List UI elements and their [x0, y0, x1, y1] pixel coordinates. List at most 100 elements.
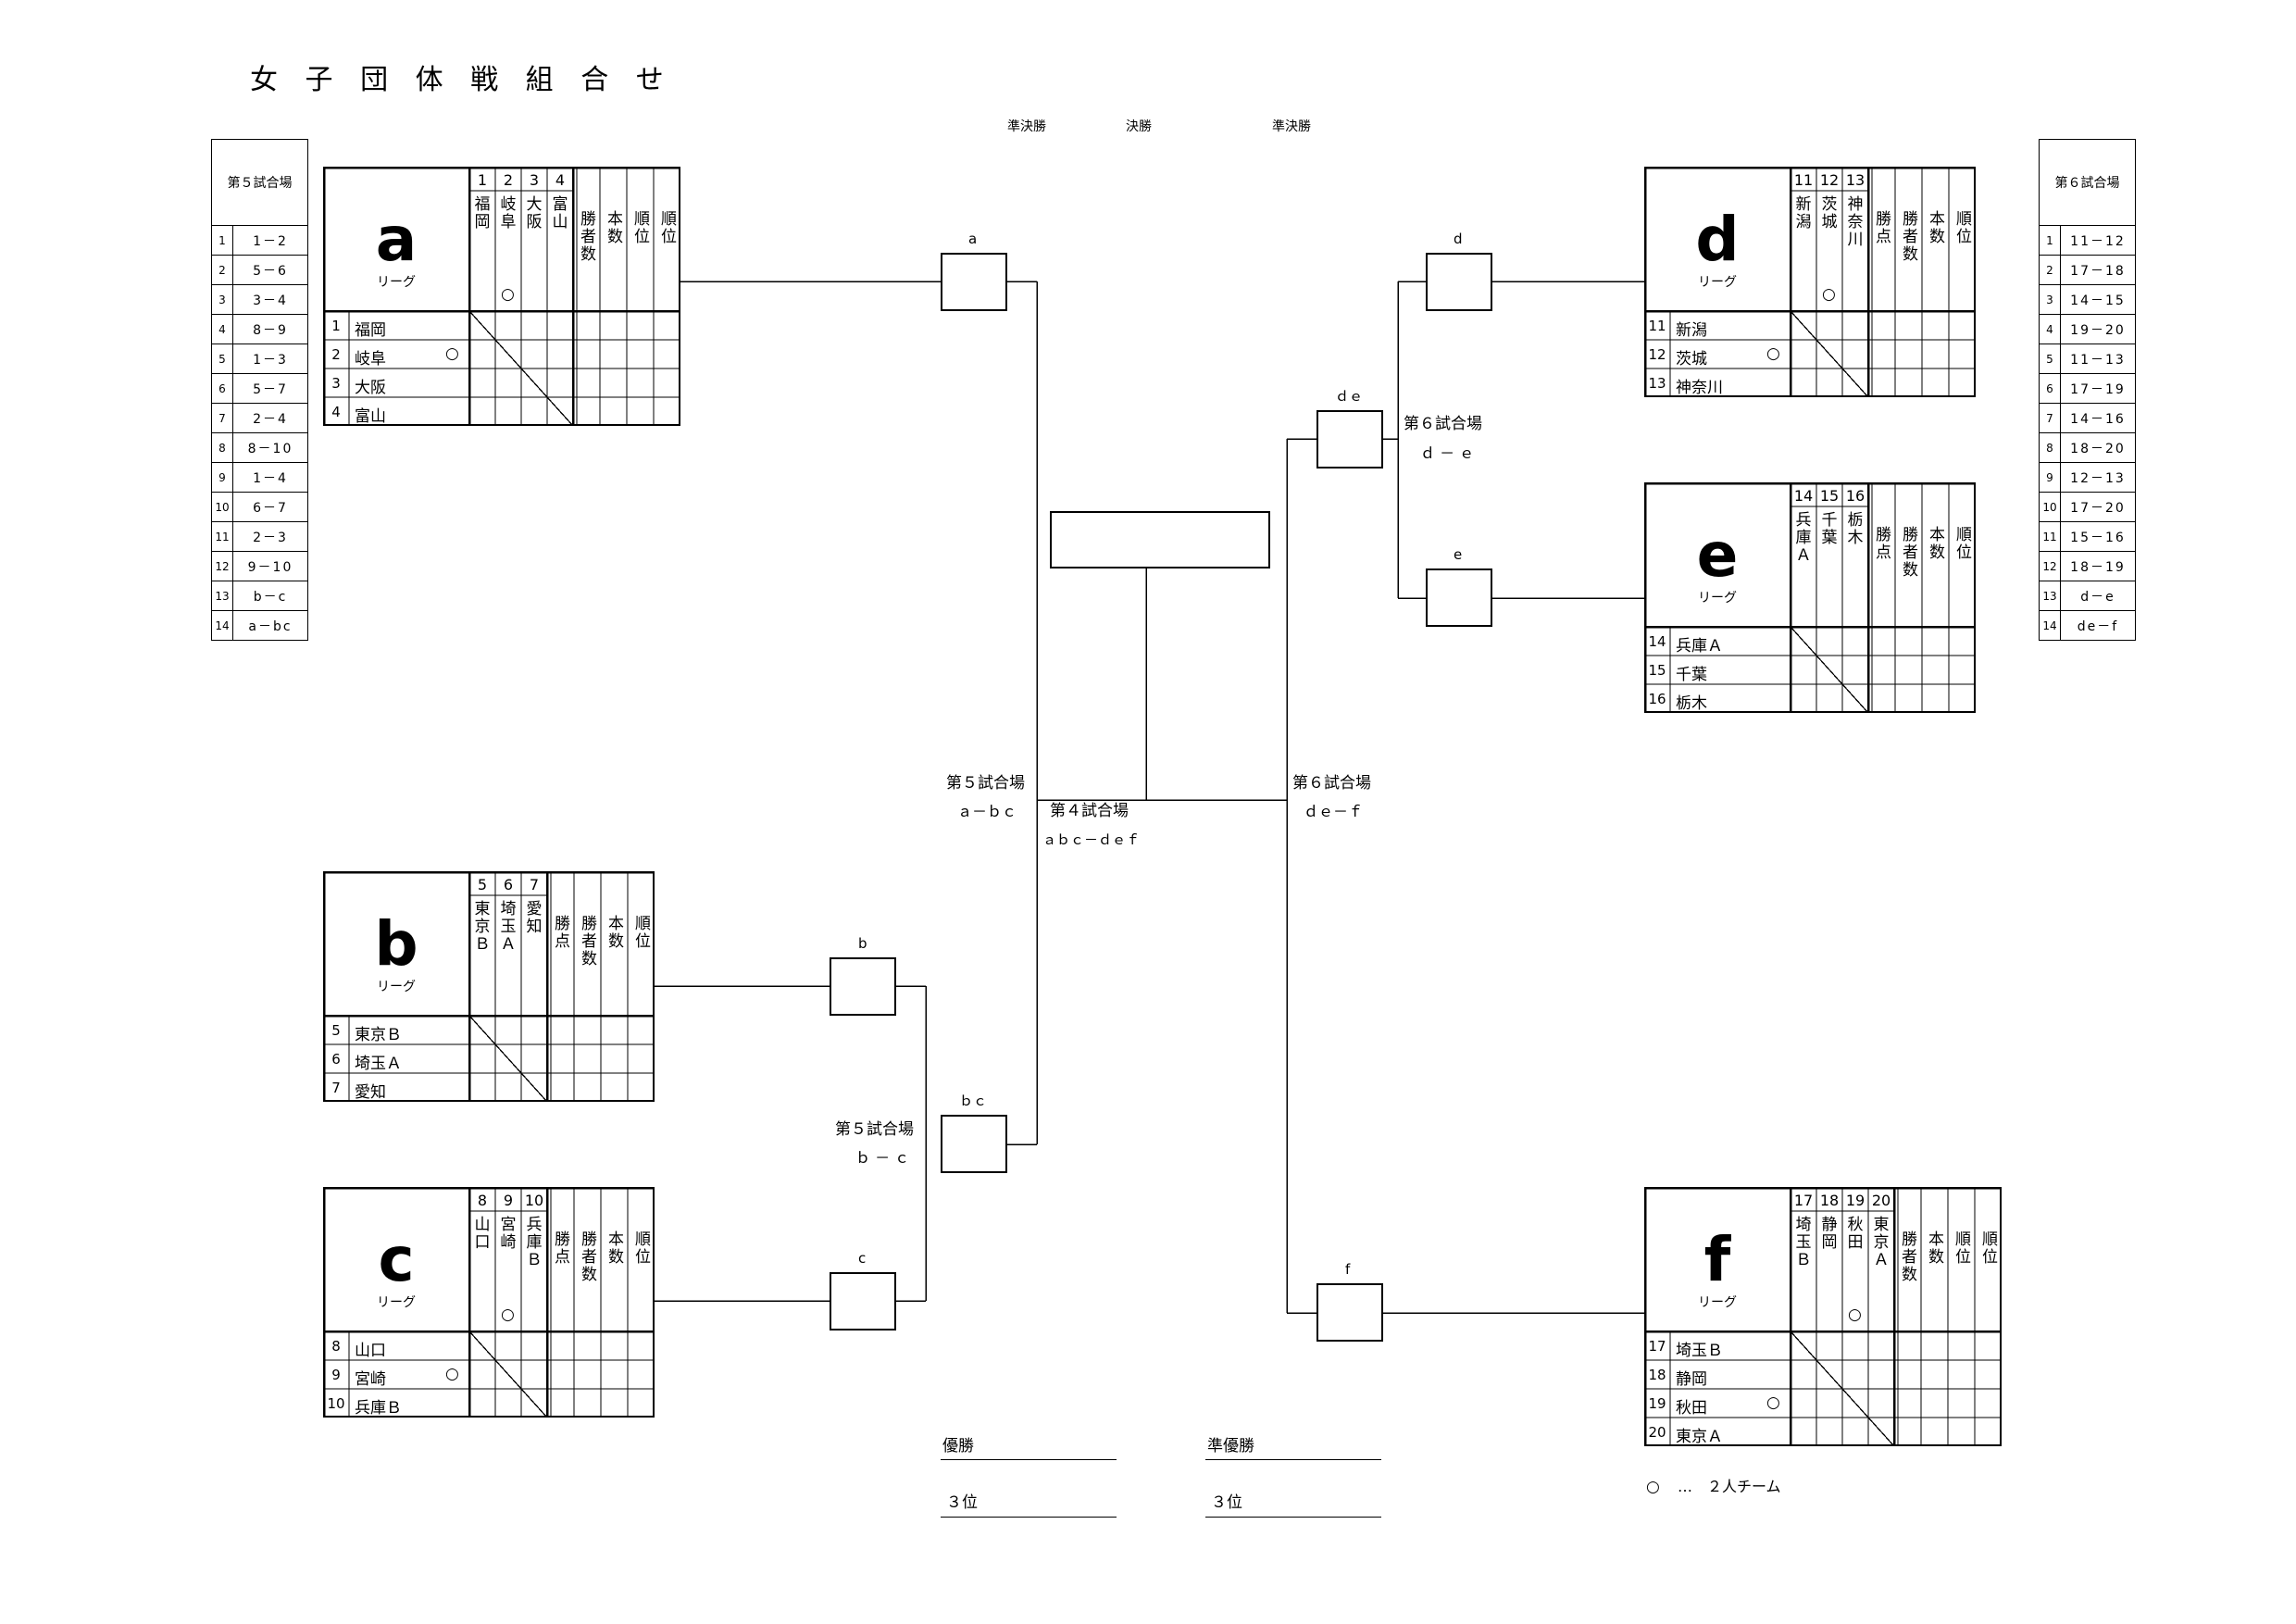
two-person-team-marker: ○ — [501, 1305, 515, 1324]
team-column-number: 6 — [503, 876, 514, 893]
team-row-name: 新潟 — [1676, 321, 1707, 340]
team-column-number: 18 — [1819, 1192, 1840, 1209]
team-row-number: 4 — [331, 404, 341, 420]
slot-a — [941, 253, 1007, 311]
venue-label-de: 第６試合場 — [1404, 415, 1482, 433]
team-row-number: 20 — [1648, 1424, 1666, 1441]
result-column-header: 勝者数 — [581, 1230, 597, 1284]
schedule-row-match: 17－20 — [2070, 500, 2126, 516]
team-row-number: 10 — [327, 1395, 345, 1412]
two-person-team-marker: ○ — [1822, 285, 1836, 304]
venue-label-def: 第６試合場 — [1292, 774, 1371, 793]
schedule-title: 第５試合場 — [212, 140, 307, 226]
slot-f-label: f — [1345, 1261, 1351, 1278]
team-column-number: 15 — [1819, 487, 1840, 505]
team-column-number: 12 — [1819, 171, 1840, 189]
runner-up-label: 準優勝 — [1207, 1437, 1254, 1455]
schedule-row-match: 18－19 — [2070, 559, 2126, 575]
result-column-header: 本数 — [1929, 210, 1945, 246]
schedule-row-match: 14－16 — [2070, 411, 2126, 427]
result-column-header: 順位 — [661, 210, 677, 246]
team-row-number: 16 — [1648, 691, 1666, 707]
grid-line — [468, 310, 574, 426]
result-column-header: 順位 — [1956, 210, 1972, 246]
schedule-row-match: 8－10 — [247, 441, 293, 456]
page-title: 女 子 団 体 戦 組 合 せ — [250, 64, 673, 96]
slot-bc — [941, 1115, 1007, 1173]
team-column-name: 栃木 — [1847, 511, 1864, 547]
slot-e — [1426, 568, 1492, 627]
league-subtitle: リーグ — [1698, 591, 1737, 606]
team-column-name: 神奈川 — [1847, 195, 1864, 249]
two-person-team-marker: ○ — [501, 285, 515, 304]
team-column-name: 愛知 — [526, 900, 543, 936]
match-label-final: ａｂｃ－ｄｅｆ — [1042, 831, 1141, 848]
schedule-row-number: 11 — [212, 522, 233, 551]
schedule-row-number: 8 — [2040, 433, 2061, 462]
slot-e-label: e — [1454, 546, 1463, 563]
schedule-row-match: 12－13 — [2070, 470, 2126, 486]
venue-label-final: 第４試合場 — [1050, 802, 1129, 820]
team-column-number: 3 — [529, 171, 540, 189]
schedule-row-number: 9 — [212, 463, 233, 492]
slot-c-label: c — [858, 1250, 867, 1267]
team-row-name: 秋田 — [1676, 1399, 1707, 1418]
team-column-number: 16 — [1845, 487, 1866, 505]
schedule-row-number: 1 — [212, 226, 233, 255]
team-row-name: 宮崎 — [355, 1370, 386, 1389]
team-column-name: 茨城 — [1821, 195, 1838, 231]
team-row-number: 13 — [1648, 375, 1666, 392]
schedule-row-match: 1－3 — [253, 352, 288, 368]
team-row-name: 富山 — [355, 407, 386, 426]
schedule-row-number: 12 — [212, 552, 233, 581]
schedule-row-number: 13 — [2040, 581, 2061, 610]
result-column-header: 順位 — [635, 1230, 651, 1267]
team-row-number: 12 — [1648, 346, 1666, 363]
league-letter: f — [1703, 1224, 1731, 1295]
schedule-row-number: 7 — [2040, 404, 2061, 432]
team-row-number: 14 — [1648, 633, 1666, 650]
slot-de-label: ｄｅ — [1335, 388, 1364, 405]
league-outline — [323, 1187, 655, 1418]
round-label-semi-left: 準決勝 — [1007, 119, 1046, 134]
team-row-number: 1 — [331, 318, 341, 334]
team-column-name: 富山 — [552, 195, 568, 231]
match-label-def: ｄｅ－ｆ — [1304, 803, 1364, 820]
schedule-row-number: 3 — [212, 285, 233, 314]
schedule-row-match: b－c — [253, 589, 288, 605]
team-column-number: 5 — [477, 876, 488, 893]
team-row-number: 7 — [331, 1080, 341, 1096]
team-column-name: 東京Ａ — [1873, 1216, 1890, 1269]
league-subtitle: リーグ — [377, 1295, 416, 1310]
match-label-bc: ｂ － ｃ — [855, 1149, 910, 1167]
champion-box — [1050, 511, 1270, 568]
two-person-team-marker: ○ — [445, 1365, 459, 1383]
schedule-row-match: 5－7 — [253, 381, 288, 397]
schedule-row: 5 11－13 — [2040, 344, 2135, 374]
result-column-header: 勝者数 — [581, 915, 597, 968]
schedule-row-match: 15－16 — [2070, 530, 2126, 545]
schedule-row-match: 5－6 — [253, 263, 288, 279]
team-column-name: 秋田 — [1847, 1216, 1864, 1252]
team-column-name: 埼玉Ｂ — [1795, 1216, 1812, 1269]
runner-up-line — [1205, 1459, 1381, 1460]
result-column-header: 勝者数 — [1903, 526, 1918, 580]
schedule-row-number: 5 — [2040, 344, 2061, 373]
schedule-row-match: 11－13 — [2070, 352, 2126, 368]
league-grid — [323, 1187, 655, 1418]
team-column-name: 新潟 — [1795, 195, 1812, 231]
result-column-header: 順位 — [1955, 1230, 1971, 1267]
schedule-row-number: 7 — [212, 404, 233, 432]
